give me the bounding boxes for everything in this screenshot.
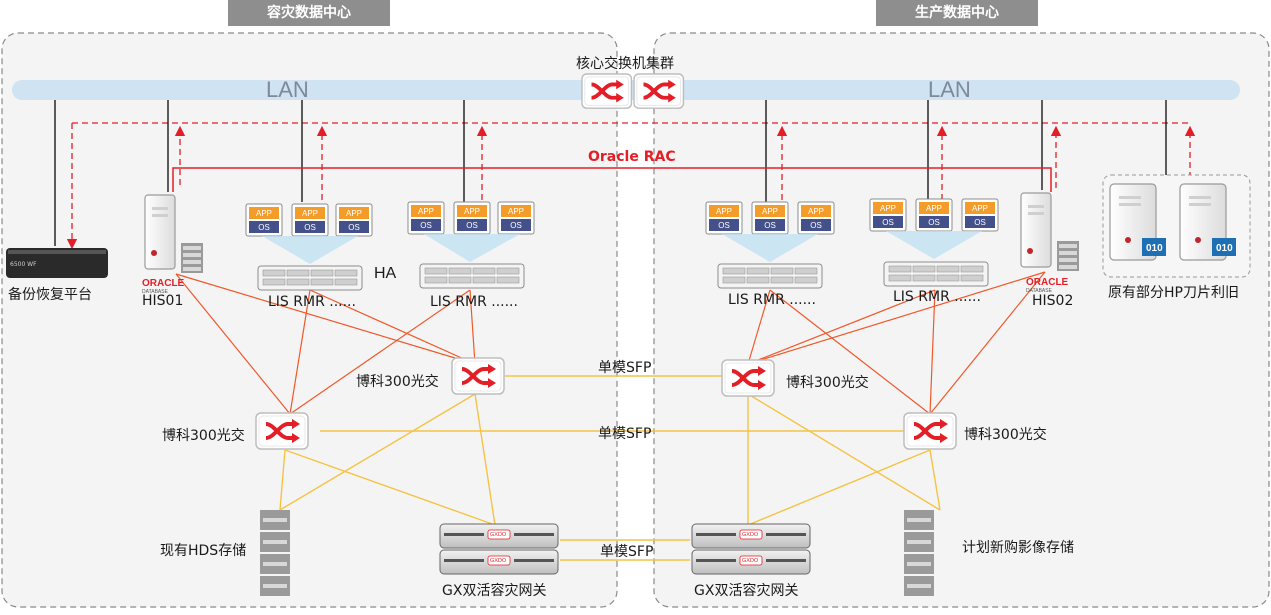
oracle-rac-label: Oracle RAC — [588, 149, 676, 165]
hp-blade-icon-2 — [1179, 183, 1236, 261]
fc-switch-icon-upper-right — [720, 358, 776, 398]
backup-appliance-icon: 6500 WF — [6, 248, 108, 278]
vm-os-label: OS — [810, 221, 822, 230]
vm-os-label: OS — [882, 218, 894, 227]
vm-app-label: APP — [256, 209, 272, 218]
vm-group-2 — [407, 201, 535, 262]
site-disaster-recovery — [1, 32, 618, 608]
vm-os-label: OS — [348, 223, 360, 232]
vm-app-label: APP — [880, 204, 896, 213]
backup-label: 备份恢复平台 — [8, 287, 92, 303]
his01-label: HIS01 — [142, 293, 184, 309]
vm-os-label: OS — [510, 221, 522, 230]
gx-badge-left-2: GXDO — [490, 558, 507, 564]
lis-rmr-label-2: LIS RMR ...... — [430, 294, 518, 310]
gx-gateway-label-left: GX双活容灾网关 — [442, 583, 547, 599]
site-title-left: 容灾数据中心 — [228, 0, 390, 26]
fc-switch-label-upper-left: 博科300光交 — [356, 374, 439, 390]
site-title-right: 生产数据中心 — [876, 0, 1038, 26]
lis-rmr-label-1: LIS RMR ...... — [268, 294, 356, 310]
fc-switch-label-lower-left: 博科300光交 — [162, 428, 245, 444]
fc-switch-icon-lower-right — [902, 411, 958, 451]
vm-app-label: APP — [508, 207, 524, 216]
lan-label-left: LAN — [266, 77, 309, 102]
hp-blade-label: 原有部分HP刀片利旧 — [1108, 285, 1239, 301]
hp-badge-1: 010 — [1146, 243, 1163, 254]
his02-label: HIS02 — [1032, 293, 1074, 309]
vm-app-label: APP — [808, 207, 824, 216]
vm-os-label: OS — [764, 221, 776, 230]
oracle-sub-right: DATABASE — [1026, 288, 1053, 294]
backup-appliance-text: 6500 WF — [10, 261, 37, 268]
vm-app-label: APP — [716, 207, 732, 216]
rack-server-4 — [883, 261, 989, 287]
rack-server-1 — [257, 265, 363, 291]
lis-rmr-label-4: LIS RMR ...... — [893, 289, 981, 305]
core-switch-label: 核心交换机集群 — [576, 56, 674, 72]
gx-badge-left-1: GXDO — [490, 532, 507, 538]
sfp-label-lower: 单模SFP — [598, 426, 652, 442]
oracle-logo-right: ORACLE — [1026, 277, 1069, 288]
sfp-label-gateway: 单模SFP — [600, 544, 654, 560]
vm-os-label: OS — [974, 218, 986, 227]
fc-switch-label-upper-right: 博科300光交 — [786, 375, 869, 391]
hp-badge-2: 010 — [1216, 243, 1233, 254]
vm-app-label: APP — [972, 204, 988, 213]
oracle-sub-left: DATABASE — [142, 289, 169, 295]
vm-os-label: OS — [420, 221, 432, 230]
hp-blade-icon-1 — [1109, 183, 1166, 261]
ha-label: HA — [374, 265, 397, 282]
oracle-logo-left: ORACLE — [142, 278, 185, 289]
gx-badge-right-1: GXDO — [742, 532, 759, 538]
vm-os-label: OS — [466, 221, 478, 230]
vm-group-4 — [869, 198, 999, 259]
vm-app-label: APP — [762, 207, 778, 216]
vm-os-label: OS — [928, 218, 940, 227]
fc-switch-icon-upper-left — [450, 356, 506, 396]
vm-app-label: APP — [464, 207, 480, 216]
vm-app-label: APP — [418, 207, 434, 216]
vm-os-label: OS — [718, 221, 730, 230]
rack-server-2 — [419, 263, 525, 289]
vm-app-label: APP — [346, 209, 362, 218]
lan-label-right: LAN — [928, 77, 971, 102]
vm-group-1 — [245, 203, 373, 264]
fc-switch-icon-lower-left — [254, 411, 310, 451]
new-image-storage-label: 计划新购影像存储 — [962, 540, 1074, 556]
sfp-label-upper: 单模SFP — [598, 360, 652, 376]
vm-app-label: APP — [302, 209, 318, 218]
gx-gateway-label-right: GX双活容灾网关 — [694, 583, 799, 599]
gx-badge-right-2: GXDO — [742, 558, 759, 564]
vm-app-label: APP — [926, 204, 942, 213]
vm-os-label: OS — [304, 223, 316, 232]
vm-os-label: OS — [258, 223, 270, 232]
vm-group-3 — [705, 201, 835, 262]
lis-rmr-label-3: LIS RMR ...... — [728, 292, 816, 308]
hds-storage-label: 现有HDS存储 — [160, 543, 247, 559]
site-production — [653, 32, 1270, 608]
fc-switch-label-lower-right: 博科300光交 — [964, 427, 1047, 443]
vm-labels: APP OS APP OS APP OS APP OS APP OS APP O… — [256, 204, 988, 232]
rack-server-3 — [717, 263, 823, 289]
